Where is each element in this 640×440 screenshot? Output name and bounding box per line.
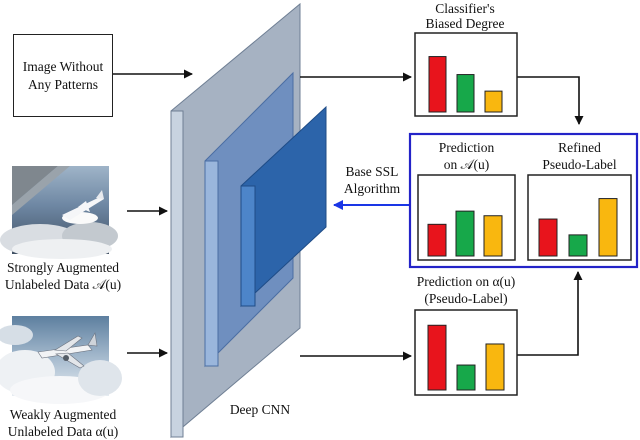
weak-augmented-label-line2: Unlabeled Data α(u) — [7, 424, 119, 439]
refined-pseudo-label-yellow-bar — [598, 198, 618, 257]
ssl-label-line1: Base SSL — [345, 164, 399, 179]
weak-augmented-label-line1: Weakly Augmented — [9, 407, 117, 422]
refined-pseudo-label-green-bar — [568, 234, 588, 257]
cnn-layer-2-edge — [204, 160, 219, 367]
cnn-layer-3-edge — [240, 185, 256, 307]
prediction-strong-yellow-bar — [483, 215, 503, 257]
arrow-predweak-to-frame — [517, 271, 583, 356]
prediction-strong-green-bar — [455, 210, 475, 257]
refined-pseudo-label-bars — [538, 198, 618, 257]
cnn-label: Deep CNN — [229, 402, 291, 417]
prediction-strong-bars — [427, 210, 503, 257]
biased-degree-red-bar — [428, 56, 447, 113]
pseudo-label-weak-bars — [427, 324, 505, 391]
prediction-strong-red-bar — [427, 223, 447, 257]
weak-augmented-image — [0, 316, 122, 404]
biased-degree-bars — [428, 56, 503, 113]
pseudo-label-weak-yellow-bar — [485, 343, 505, 391]
pseudo-label-weak-green-bar — [456, 364, 476, 391]
refined-title-line2: Pseudo-Label — [542, 157, 617, 172]
pred-weak-title-line2: (Pseudo-Label) — [424, 291, 508, 306]
pred-strong-title-line2: on 𝒜(u) — [443, 157, 490, 172]
cnn-layer-1-edge — [170, 110, 184, 438]
ssl-label-line2: Algorithm — [343, 181, 401, 196]
strong-augmented-image — [0, 166, 118, 259]
refined-pseudo-label-red-bar — [538, 218, 558, 257]
refined-title-line1: Refined — [558, 140, 601, 155]
cnn-block — [170, 2, 327, 439]
input-box-label-line2: Any Patterns — [27, 77, 99, 92]
input-box-label-line1: Image Without — [22, 59, 104, 74]
biased-degree-green-bar — [456, 74, 475, 113]
pseudo-label-weak-red-bar — [427, 324, 447, 391]
biased-degree-yellow-bar — [484, 90, 503, 113]
pred-strong-title-line1: Prediction — [438, 140, 495, 155]
bias-title-line2: Biased Degree — [425, 16, 505, 31]
pred-weak-title-line1: Prediction on α(u) — [416, 274, 516, 289]
input-image-box — [13, 34, 113, 117]
strong-augmented-label-line2: Unlabeled Data 𝒜(u) — [4, 277, 122, 292]
prediction-frame — [408, 132, 639, 269]
arrow-bias-to-frame — [517, 76, 584, 125]
bias-title-line1: Classifier's — [435, 1, 495, 16]
strong-augmented-label-line1: Strongly Augmented — [6, 260, 120, 275]
